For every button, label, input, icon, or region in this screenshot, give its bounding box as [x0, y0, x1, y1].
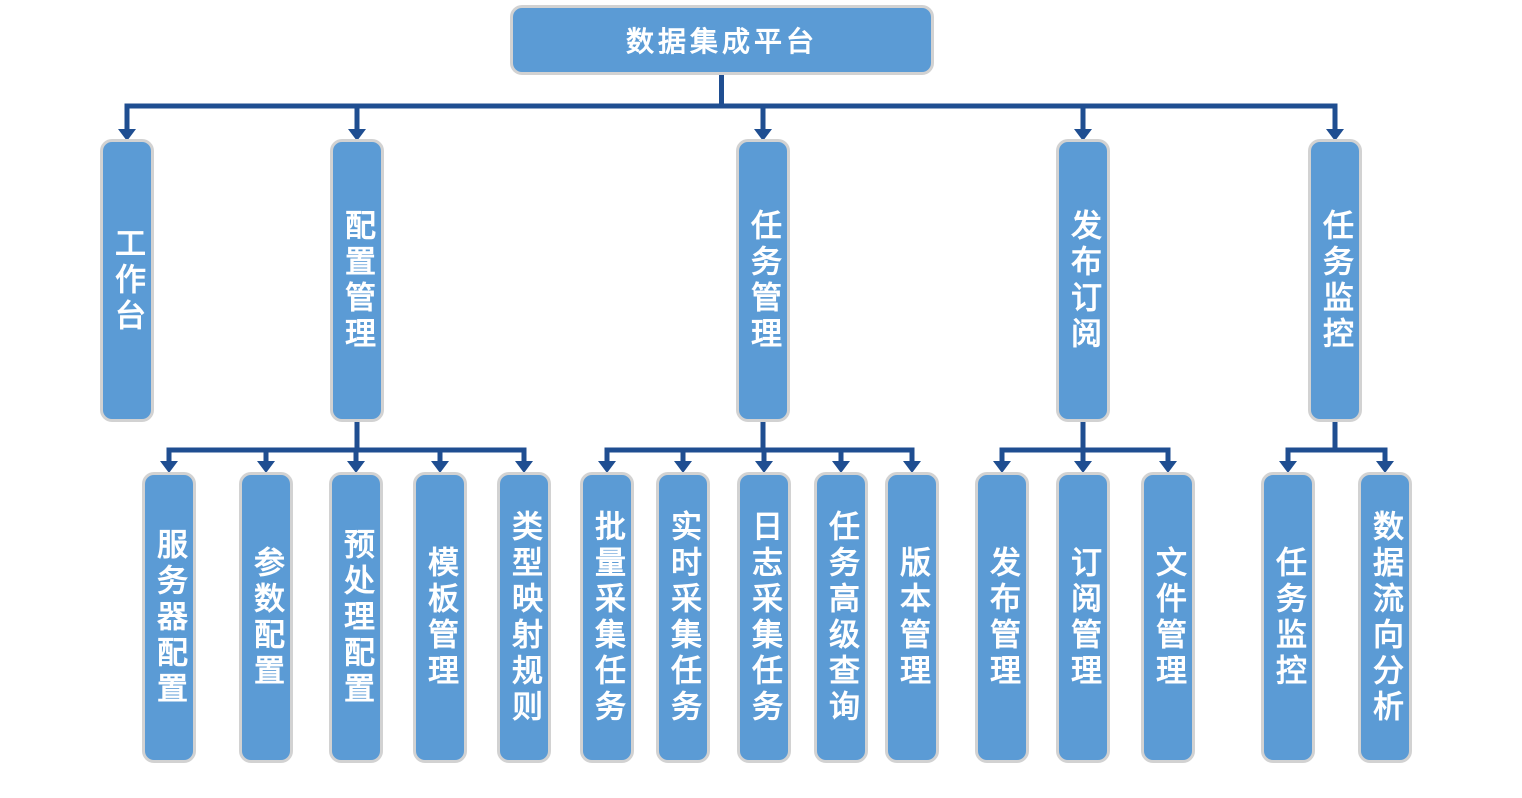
leaf-template-management: 模板管理	[413, 472, 467, 763]
leaf-log-collection-task-label: 日志采集任务	[746, 509, 783, 726]
leaf-parameter-config-label: 参数配置	[248, 545, 285, 690]
leaf-log-collection-task: 日志采集任务	[737, 472, 791, 763]
branch-task-management-label: 任务管理	[745, 208, 782, 353]
leaf-data-flow-analysis-label: 数据流向分析	[1367, 509, 1404, 726]
branch-workbench: 工作台	[100, 139, 154, 422]
leaf-template-management-label: 模板管理	[422, 545, 459, 690]
leaf-preprocess-config: 预处理配置	[329, 472, 383, 763]
leaf-version-management-label: 版本管理	[894, 545, 931, 690]
leaf-file-management-label: 文件管理	[1150, 545, 1187, 690]
branch-task-management: 任务管理	[736, 139, 790, 422]
leaf-version-management: 版本管理	[885, 472, 939, 763]
leaf-task-advanced-query: 任务高级查询	[814, 472, 868, 763]
branch-task-monitoring: 任务监控	[1308, 139, 1362, 422]
leaf-subscription-management: 订阅管理	[1056, 472, 1110, 763]
branch-publish-subscribe: 发布订阅	[1056, 139, 1110, 422]
leaf-task-advanced-query-label: 任务高级查询	[823, 509, 860, 726]
leaf-server-config: 服务器配置	[142, 472, 196, 763]
leaf-server-config-label: 服务器配置	[151, 527, 188, 708]
leaf-task-monitoring-label: 任务监控	[1270, 545, 1307, 690]
root-node-label: 数据集成平台	[625, 25, 818, 58]
leaf-publish-management-label: 发布管理	[984, 545, 1021, 690]
branch-publish-subscribe-label: 发布订阅	[1065, 208, 1102, 353]
leaf-type-mapping-rules-label: 类型映射规则	[506, 509, 543, 726]
leaf-realtime-collection-task: 实时采集任务	[656, 472, 710, 763]
branch-config-management: 配置管理	[330, 139, 384, 422]
branch-task-monitoring-label: 任务监控	[1317, 208, 1354, 353]
root-node: 数据集成平台	[510, 5, 934, 75]
leaf-file-management: 文件管理	[1141, 472, 1195, 763]
leaf-batch-collection-task-label: 批量采集任务	[589, 509, 626, 726]
leaf-realtime-collection-task-label: 实时采集任务	[665, 509, 702, 726]
leaf-parameter-config: 参数配置	[239, 472, 293, 763]
leaf-batch-collection-task: 批量采集任务	[580, 472, 634, 763]
leaf-task-monitoring: 任务监控	[1261, 472, 1315, 763]
leaf-type-mapping-rules: 类型映射规则	[497, 472, 551, 763]
leaf-preprocess-config-label: 预处理配置	[338, 527, 375, 708]
leaf-publish-management: 发布管理	[975, 472, 1029, 763]
branch-workbench-label: 工作台	[109, 226, 146, 335]
leaf-data-flow-analysis: 数据流向分析	[1358, 472, 1412, 763]
leaf-subscription-management-label: 订阅管理	[1065, 545, 1102, 690]
branch-config-management-label: 配置管理	[339, 208, 376, 353]
